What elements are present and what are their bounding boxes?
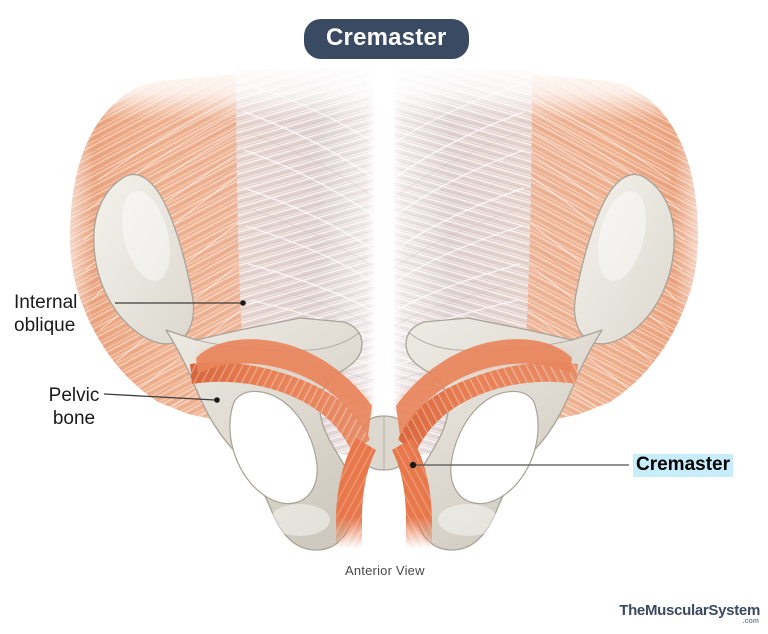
caption-anterior-view: Anterior View (345, 563, 425, 578)
watermark-brand: TheMuscularSystem (619, 602, 760, 619)
label-internal-oblique: Internal oblique (14, 291, 77, 337)
cremaster-belly-right (396, 339, 572, 436)
obturator-foramen-left (229, 390, 318, 505)
watermark-tld: .com (742, 618, 759, 625)
label-internal-oblique-line2: oblique (14, 315, 76, 336)
page-title-badge: Cremaster (304, 19, 469, 59)
label-pelvic-bone-line2: bone (52, 408, 96, 429)
page-title: Cremaster (326, 24, 447, 51)
label-cremaster-highlighted: Cremaster (633, 454, 733, 477)
cremaster-belly-left (196, 339, 372, 436)
leader-line-pelvic-bone (103, 393, 216, 401)
leader-dot-cremaster (409, 461, 417, 469)
label-pelvic-bone-line1: Pelvic (48, 385, 100, 406)
leader-dot-internal-oblique (240, 300, 246, 306)
label-pelvic-bone: Pelvic bone (26, 384, 122, 430)
label-internal-oblique-line1: Internal (14, 292, 78, 313)
leader-dot-pelvic-bone (214, 397, 220, 403)
cremaster-group (190, 339, 578, 548)
leader-lines (103, 300, 629, 469)
watermark: TheMuscularSystem .com (619, 602, 760, 625)
blend-overlay (200, 349, 568, 410)
